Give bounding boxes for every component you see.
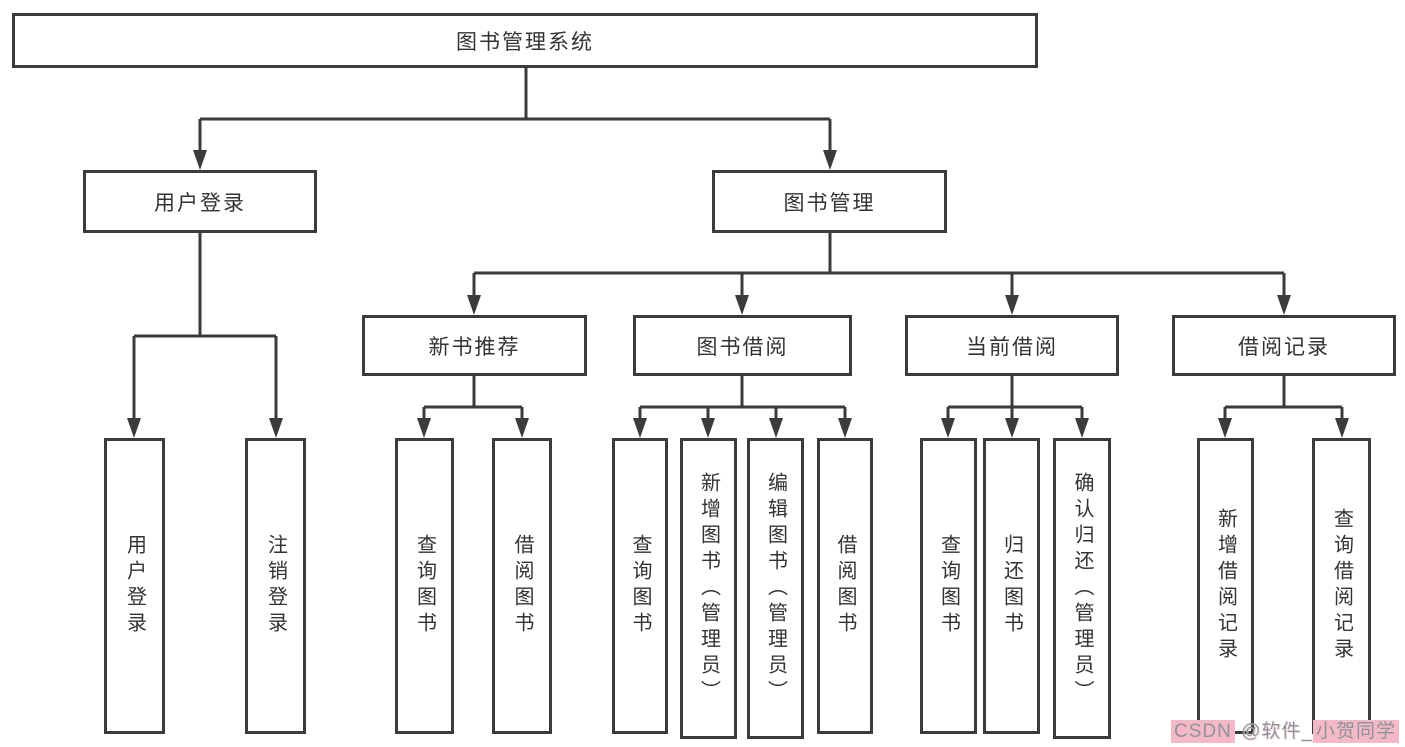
leaf-return-book: 归还图书 [983,438,1040,734]
leaf-label: 用户登录 [123,534,146,638]
node-new-book-recommend: 新书推荐 [362,315,587,376]
node-label: 新书推荐 [428,335,521,359]
leaf-label: 确认归还（管理员） [1071,471,1093,706]
node-label: 借阅记录 [1238,335,1330,359]
leaf-borrow-query-book: 查询图书 [612,438,668,734]
leaf-label: 编辑图书（管理员） [764,471,787,706]
node-user-login: 用户登录 [83,170,317,233]
leaf-add-borrow-record: 新增借阅记录 [1197,438,1254,734]
leaf-label: 查询图书 [413,534,436,638]
node-library-management-system: 图书管理系统 [12,13,1038,68]
node-label: 图书借阅 [696,335,789,359]
node-current-borrow: 当前借阅 [905,315,1119,376]
leaf-borrow-book: 借阅图书 [817,438,873,734]
leaf-label: 查询图书 [629,534,651,638]
leaf-label: 新增借阅记录 [1214,508,1237,664]
node-label: 图书管理 [783,191,876,215]
leaf-label: 归还图书 [1000,534,1023,638]
node-book-borrow: 图书借阅 [633,315,852,376]
leaf-user-login: 用户登录 [104,438,165,734]
leaf-current-query-book: 查询图书 [920,438,977,734]
node-book-management: 图书管理 [712,170,947,233]
leaf-label: 注销登录 [264,534,287,638]
leaf-label: 借阅图书 [511,534,533,638]
node-label: 图书管理系统 [456,30,594,54]
node-label: 当前借阅 [966,335,1058,359]
leaf-label: 查询借阅记录 [1330,508,1353,664]
node-label: 用户登录 [154,191,246,215]
leaf-edit-book-admin: 编辑图书（管理员） [747,438,804,739]
leaf-label: 查询图书 [937,534,960,638]
watermark-middle: @软件_ [1234,721,1313,742]
leaf-add-book-admin: 新增图书（管理员） [680,438,737,739]
csdn-watermark: CSDN @软件_小贺同学 [1171,716,1399,743]
watermark-suffix: 小贺同学 [1312,720,1399,743]
node-borrow-records: 借阅记录 [1172,315,1396,376]
watermark-prefix: CSDN [1171,720,1235,743]
leaf-recommend-query-book: 查询图书 [395,438,454,734]
leaf-logout: 注销登录 [245,438,306,734]
leaf-recommend-borrow-book: 借阅图书 [492,438,552,734]
leaf-label: 借阅图书 [834,534,856,638]
leaf-confirm-return-admin: 确认归还（管理员） [1053,438,1111,739]
leaf-label: 新增图书（管理员） [697,471,720,706]
leaf-query-borrow-record: 查询借阅记录 [1312,438,1371,734]
